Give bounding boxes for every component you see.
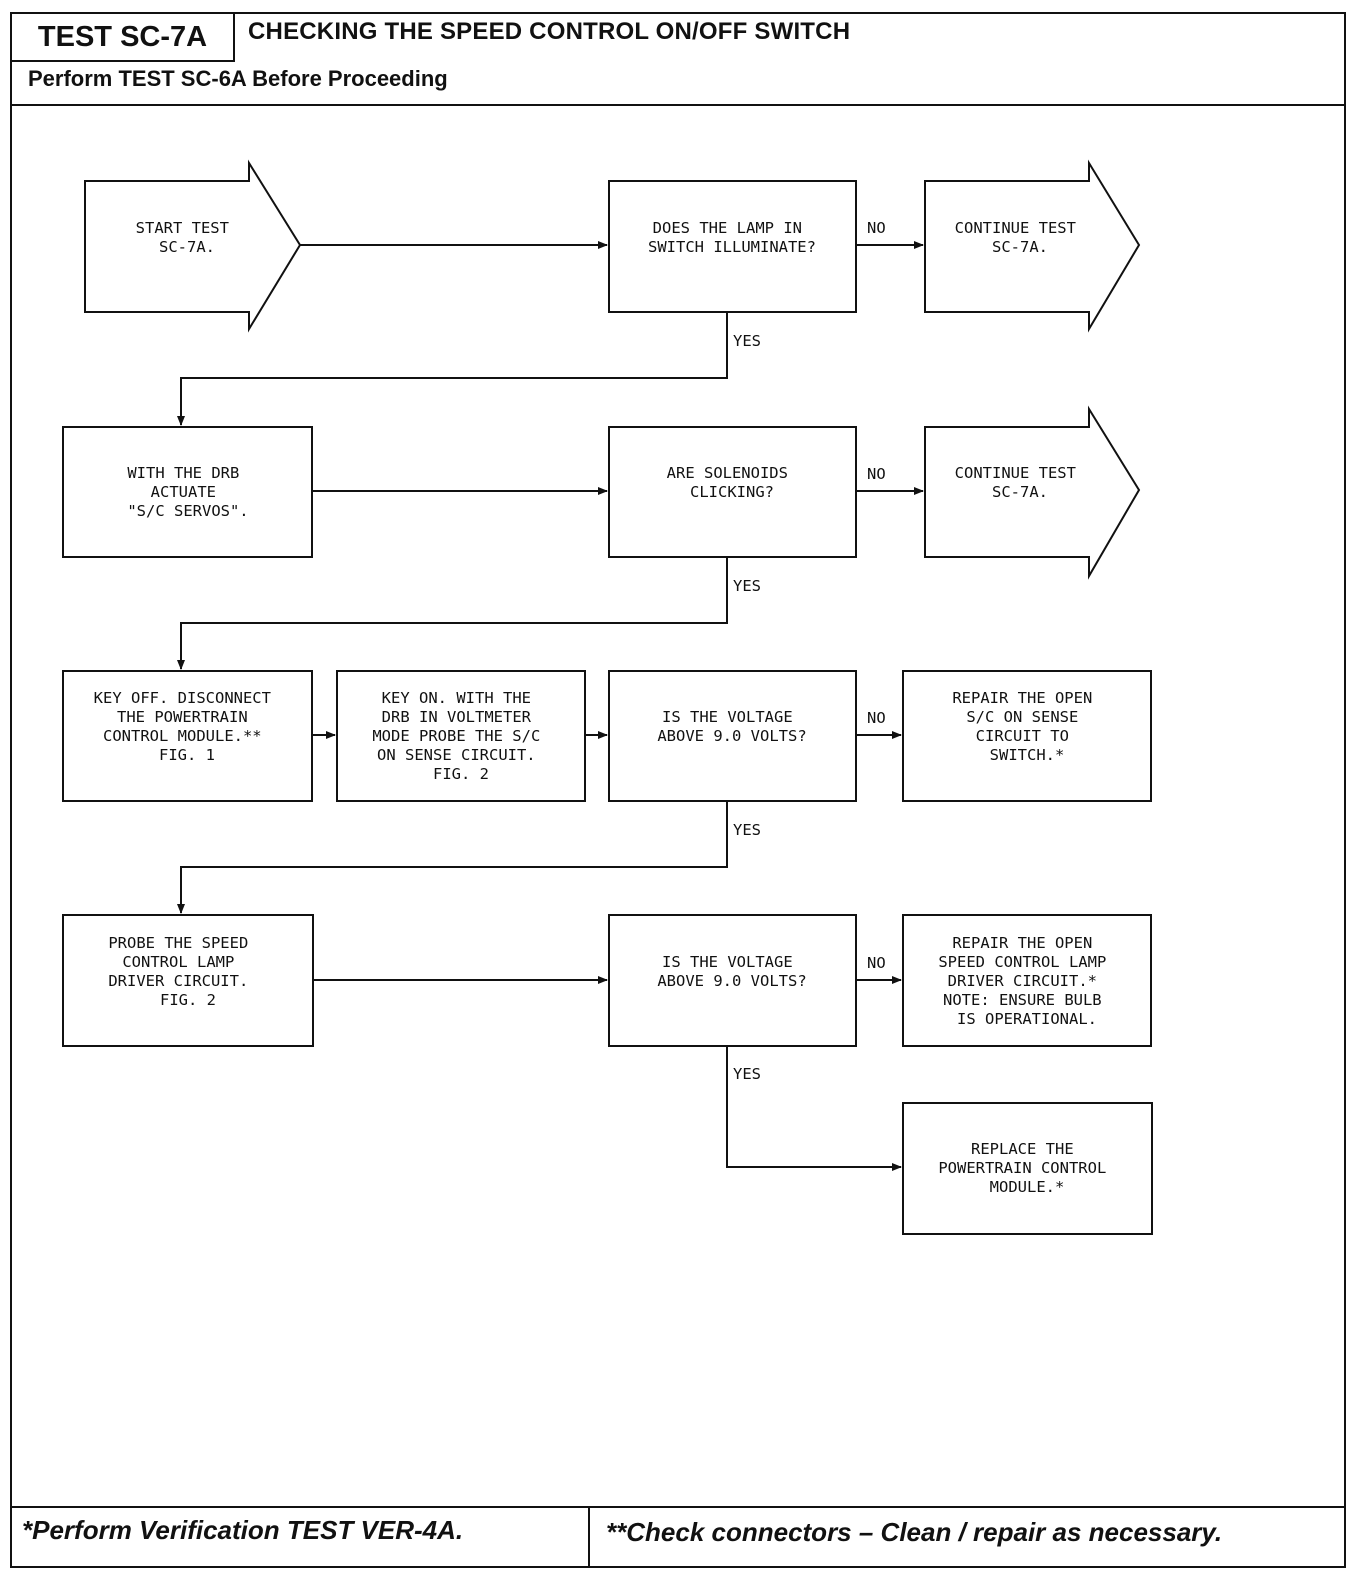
key-off-line: FIG. 1 [159, 746, 215, 764]
replace-pcm-line: REPLACE THE [971, 1140, 1074, 1158]
footer-divider [12, 1506, 1344, 1508]
continue-2-text: CONTINUE TEST SC-7A. [955, 464, 1086, 501]
page-frame [10, 12, 1346, 1568]
repair-sense-line: S/C ON SENSE [966, 708, 1078, 726]
repair-lamp-line: IS OPERATIONAL. [957, 1010, 1097, 1028]
key-on-line: KEY ON. WITH THE [382, 689, 531, 707]
test-title: CHECKING THE SPEED CONTROL ON/OFF SWITCH [248, 18, 851, 45]
repair-sense-line: CIRCUIT TO [976, 727, 1069, 745]
connector-voltage-1-yes [177, 801, 728, 914]
drb-actuate-line: ACTUATE [151, 483, 216, 501]
yes-label: YES [733, 1065, 761, 1083]
replace-pcm-box [902, 1102, 1153, 1235]
q-voltage-2-line: IS THE VOLTAGE [662, 953, 793, 971]
key-on-line: DRB IN VOLTMETER [382, 708, 532, 726]
no-label: NO [867, 219, 886, 237]
repair-lamp-line: NOTE: ENSURE BULB [943, 991, 1102, 1009]
connector-solenoids-yes [177, 557, 728, 670]
repair-sense-box [902, 670, 1152, 802]
probe-lamp-line: FIG. 2 [160, 991, 216, 1009]
no-label: NO [867, 465, 886, 483]
key-on-line: ON SENSE CIRCUIT. [377, 746, 536, 764]
footer-verification-note: *Perform Verification TEST VER-4A. [22, 1515, 464, 1545]
repair-sense-line: REPAIR THE OPEN [952, 689, 1092, 707]
repair-sense-text: REPAIR THE OPEN S/C ON SENSE CIRCUIT TO … [952, 689, 1101, 764]
repair-sense-line: SWITCH.* [990, 746, 1065, 764]
connector-voltage-2-yes [726, 1046, 902, 1171]
replace-pcm-line: POWERTRAIN CONTROL [938, 1159, 1106, 1177]
repair-lamp-line: DRIVER CIRCUIT.* [948, 972, 1097, 990]
key-on-text: KEY ON. WITH THE DRB IN VOLTMETER MODE P… [372, 689, 549, 783]
repair-lamp-line: REPAIR THE OPEN [952, 934, 1092, 952]
connector-q-lamp-yes [177, 312, 728, 426]
key-off-line: KEY OFF. DISCONNECT [94, 689, 271, 707]
start-line: SC-7A. [159, 238, 215, 256]
yes-label: YES [733, 332, 761, 350]
replace-pcm-line: MODULE.* [990, 1178, 1065, 1196]
key-off-line: THE POWERTRAIN [117, 708, 248, 726]
no-label: NO [867, 709, 886, 727]
continue-1-arrow-shape [924, 159, 1141, 333]
start-text: START TEST SC-7A. [136, 219, 239, 256]
q-solenoids-line: ARE SOLENOIDS [667, 464, 788, 482]
q-solenoids-line: CLICKING? [690, 483, 774, 501]
key-on-line: FIG. 2 [433, 765, 489, 783]
q-voltage-1-line: IS THE VOLTAGE [662, 708, 793, 726]
prerequisite-note: Perform TEST SC-6A Before Proceeding [28, 66, 448, 91]
q-lamp-box [608, 180, 857, 313]
no-label: NO [867, 954, 886, 972]
key-on-line: MODE PROBE THE S/C [372, 727, 540, 745]
q-voltage-2-line: ABOVE 9.0 VOLTS? [657, 972, 806, 990]
probe-lamp-text: PROBE THE SPEED CONTROL LAMP DRIVER CIRC… [108, 934, 257, 1009]
drb-actuate-text: WITH THE DRB ACTUATE "S/C SERVOS". [127, 464, 248, 520]
yes-label: YES [733, 821, 761, 839]
probe-lamp-line: DRIVER CIRCUIT. [108, 972, 248, 990]
q-voltage-2-text: IS THE VOLTAGE ABOVE 9.0 VOLTS? [657, 953, 806, 990]
q-solenoids-text: ARE SOLENOIDS CLICKING? [667, 464, 798, 501]
probe-lamp-line: CONTROL LAMP [122, 953, 234, 971]
repair-lamp-line: SPEED CONTROL LAMP [938, 953, 1106, 971]
repair-lamp-text: REPAIR THE OPEN SPEED CONTROL LAMP DRIVE… [938, 934, 1115, 1028]
continue-2-line: SC-7A. [992, 483, 1048, 501]
probe-lamp-line: PROBE THE SPEED [108, 934, 248, 952]
continue-1-line: SC-7A. [992, 238, 1048, 256]
drb-actuate-line: WITH THE DRB [127, 464, 239, 482]
repair-lamp-box [902, 914, 1152, 1047]
continue-2-line: CONTINUE TEST [955, 464, 1076, 482]
continue-2-arrow-shape [924, 405, 1141, 580]
yes-label: YES [733, 577, 761, 595]
replace-pcm-text: REPLACE THE POWERTRAIN CONTROL MODULE.* [938, 1140, 1115, 1196]
q-lamp-line: SWITCH ILLUMINATE? [648, 238, 816, 256]
continue-1-text: CONTINUE TEST SC-7A. [955, 219, 1086, 256]
test-id: TEST SC-7A [12, 14, 235, 62]
continue-1-line: CONTINUE TEST [955, 219, 1076, 237]
q-lamp-text: DOES THE LAMP IN SWITCH ILLUMINATE? [648, 219, 816, 256]
start-line: START TEST [136, 219, 229, 237]
q-lamp-line: DOES THE LAMP IN [653, 219, 802, 237]
start-arrow-shape [84, 159, 302, 333]
footer-connector-note: **Check connectors – Clean / repair as n… [606, 1517, 1223, 1547]
key-off-text: KEY OFF. DISCONNECT THE POWERTRAIN CONTR… [94, 689, 281, 764]
q-voltage-1-line: ABOVE 9.0 VOLTS? [657, 727, 806, 745]
drb-actuate-line: "S/C SERVOS". [127, 502, 248, 520]
q-voltage-1-text: IS THE VOLTAGE ABOVE 9.0 VOLTS? [657, 708, 806, 745]
header-divider [12, 104, 1344, 106]
key-off-line: CONTROL MODULE.** [103, 727, 262, 745]
footer-column-divider [588, 1506, 590, 1566]
